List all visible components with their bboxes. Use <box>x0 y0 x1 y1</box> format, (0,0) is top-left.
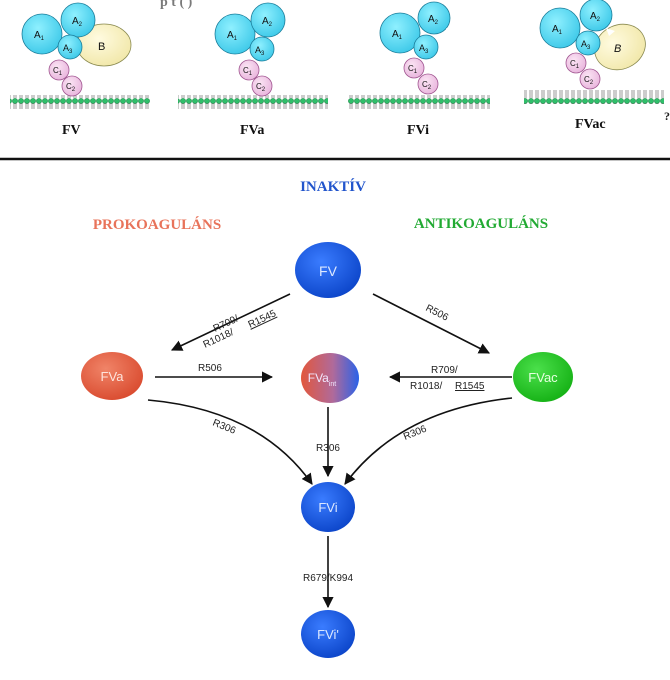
structure-fvi: A1 A2 A3 C1 C2 FVi <box>348 1 490 138</box>
domain-c1-label: C1 <box>53 66 63 77</box>
arrow-fv-to-fva <box>170 293 291 351</box>
edge-label-int-fvi: R306 <box>316 443 340 454</box>
node-fvac-label: FVac <box>528 370 558 385</box>
domain-a2 <box>60 2 96 38</box>
pathway-diagram: INAKTÍV PROKOAGULÁNS ANTIKOAGULÁNS R709/… <box>81 178 573 658</box>
inactive-heading: INAKTÍV <box>300 178 366 195</box>
domain-c1 <box>565 52 587 74</box>
node-fva-label: FVa <box>101 369 125 384</box>
membrane <box>10 95 150 109</box>
domain-a3-label: A3 <box>255 45 265 57</box>
node-fva-int-label: FVaint <box>308 371 337 388</box>
node-fvi-label: FVi <box>318 500 337 515</box>
arrow-fv-to-fvac <box>372 293 490 354</box>
domain-b-label: B <box>614 43 621 55</box>
structure-fv: A1 A2 A3 B C1 C2 FV <box>10 2 150 138</box>
structure-label: FVa <box>240 123 264 138</box>
structure-fva: A1 A2 A3 C1 C2 FVa <box>178 2 328 138</box>
domain-a3 <box>413 34 439 60</box>
domain-c1 <box>238 59 260 81</box>
domain-a1-label: A1 <box>552 24 563 36</box>
node-fva-int-sub: int <box>329 381 336 388</box>
edge-label-fvac-fvi: R306 <box>402 423 429 442</box>
domain-a2-label: A2 <box>262 16 273 28</box>
arrow-fvac-to-fvi <box>344 397 513 485</box>
domain-a2 <box>579 0 613 32</box>
edge-label-fva-int: R506 <box>198 363 222 374</box>
arrow-fva-to-fvi <box>147 399 313 485</box>
membrane <box>178 95 328 109</box>
pathway-arrows <box>147 293 513 609</box>
node-fvi-prime-label: FVi' <box>317 627 339 642</box>
structure-label: FV <box>62 123 81 138</box>
edge-label-fv-fvac: R506 <box>424 303 451 324</box>
domain-a1 <box>539 7 581 49</box>
domain-a2-label: A2 <box>590 11 601 23</box>
domain-c2 <box>251 75 273 97</box>
domain-c1 <box>403 57 425 79</box>
domain-c1-label: C1 <box>408 64 418 75</box>
domain-c2 <box>579 68 601 90</box>
domain-a3-label: A3 <box>581 39 591 51</box>
structure-fvac: A1 A2 A3 B C1 C2 FVac <box>524 0 664 132</box>
domain-b <box>594 23 646 71</box>
domain-b-label: B <box>98 41 105 53</box>
domain-a2 <box>250 2 286 38</box>
domain-a1-label: A1 <box>227 30 238 42</box>
node-fva: FVa <box>81 352 143 400</box>
domain-a3-label: A3 <box>63 43 73 55</box>
edge-label-fvac-int-2b: R1545 <box>455 381 485 392</box>
domain-a1 <box>21 13 63 55</box>
node-fv: FV <box>295 242 361 298</box>
edge-label-fvac-int-1: R709/ <box>431 365 458 376</box>
domain-c2-label: C2 <box>256 82 266 93</box>
membrane <box>524 90 664 104</box>
domain-c1 <box>48 59 70 81</box>
node-fva-int: FVaint <box>301 353 359 403</box>
cleavage-notch <box>606 28 615 36</box>
domain-a3-label: A3 <box>419 43 429 55</box>
domain-a2 <box>417 1 451 35</box>
edge-labels: R709/ R1018/ R1545 R506 R506 R709/ R1018… <box>198 303 485 584</box>
domain-a3 <box>575 30 601 56</box>
domain-a2-label: A2 <box>428 14 439 26</box>
domain-a3 <box>249 36 275 62</box>
node-fva-int-main: FVa <box>308 371 329 385</box>
domain-a1 <box>379 12 421 54</box>
domain-a1-label: A1 <box>34 30 45 42</box>
top-caption-fragment: p t ( ) <box>160 0 193 10</box>
node-fvac: FVac <box>513 352 573 402</box>
domain-a2-label: A2 <box>72 16 83 28</box>
top-structures-panel: p t ( ) A1 A2 A3 B C1 C2 FV <box>10 0 670 138</box>
domain-c2-label: C2 <box>422 80 432 91</box>
domain-c2 <box>61 75 83 97</box>
procoag-heading: PROKOAGULÁNS <box>93 216 221 233</box>
anticoag-heading: ANTIKOAGULÁNS <box>414 215 548 232</box>
domain-c2 <box>417 73 439 95</box>
membrane <box>348 95 490 109</box>
domain-a1 <box>214 13 256 55</box>
domain-c1-label: C1 <box>243 66 253 77</box>
structure-label: FVi <box>407 123 429 138</box>
domain-a3 <box>57 34 83 60</box>
structure-label: FVac <box>575 117 606 132</box>
node-fvi: FVi <box>301 482 355 532</box>
node-fv-label: FV <box>319 263 338 279</box>
node-fvi-prime: FVi' <box>301 610 355 658</box>
edge-mark: ? <box>664 109 670 123</box>
domain-c2-label: C2 <box>66 82 76 93</box>
domain-a1-label: A1 <box>392 29 403 41</box>
cleavage-notch <box>446 28 454 36</box>
edge-label-fvac-int-2a: R1018/ <box>410 381 442 392</box>
domain-c2-label: C2 <box>584 75 594 86</box>
edge-label-fvi-prime: R679/K994 <box>303 573 353 584</box>
domain-c1-label: C1 <box>570 59 580 70</box>
